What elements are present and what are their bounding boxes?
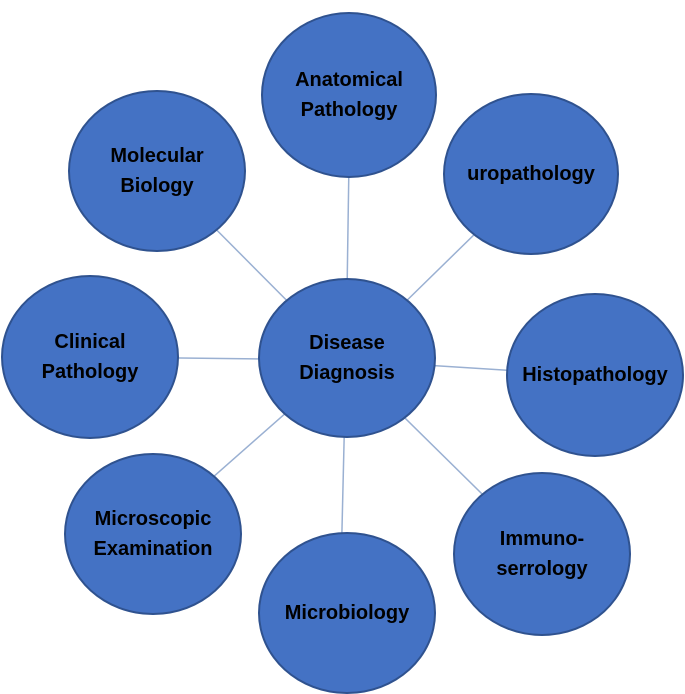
node-label: Immuno- serrology (496, 528, 588, 580)
node-uropathology: uropathology (443, 93, 619, 255)
node-histopathology: Histopathology (506, 293, 684, 457)
node-label: Microbiology (284, 602, 410, 624)
node-label: Microscopic Examination (93, 508, 213, 560)
node-microscopic-examination: Microscopic Examination (64, 453, 242, 615)
node-immunoserrology: Immuno- serrology (453, 472, 631, 636)
node-microbiology: Microbiology (258, 532, 436, 694)
center-label: Disease Diagnosis (299, 332, 395, 384)
node-molecular-biology: Molecular Biology (68, 90, 246, 252)
node-disease-diagnosis: Disease Diagnosis (258, 278, 436, 438)
node-label: Anatomical Pathology (295, 69, 403, 121)
node-label: Molecular Biology (110, 145, 204, 197)
node-anatomical-pathology: Anatomical Pathology (261, 12, 437, 178)
node-label: Clinical Pathology (41, 331, 139, 383)
node-label: Histopathology (522, 364, 668, 386)
node-label: uropathology (467, 163, 595, 185)
node-clinical-pathology: Clinical Pathology (1, 275, 179, 439)
